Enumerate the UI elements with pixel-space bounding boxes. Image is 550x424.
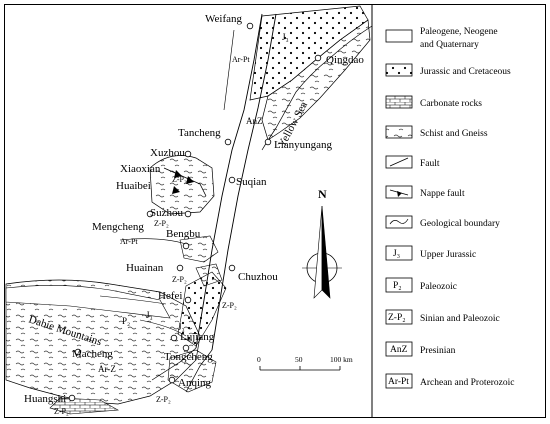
label-suqian: Suqian	[236, 176, 267, 188]
legend-label-upper-jurassic: Upper Jurassic	[420, 250, 476, 260]
legend-label-sinian-paleozoic: Sinian and Paleozoic	[420, 314, 500, 324]
legend-swatch-paleozoic	[385, 277, 413, 293]
legend-label-nappe: Nappe fault	[420, 188, 465, 199]
label-weifang: Weifang	[205, 13, 242, 25]
unit-zp2-huainan: Z-P₂	[172, 275, 187, 284]
legend-swatch-jurassic-cretaceous	[385, 63, 413, 77]
tanlu-fault-east	[211, 13, 277, 351]
legend-code-sinian-paleozoic: Z-P₂	[388, 313, 406, 323]
label-tongcheng: Tongcheng	[164, 351, 213, 363]
unit-arpt-bengbu: Ar-Pt	[120, 237, 138, 246]
legend-swatch-upper-jurassic	[385, 245, 413, 261]
label-chuzhou: Chuzhou	[238, 271, 278, 283]
unit-zp2-suzhou: Z-P₂	[154, 219, 169, 228]
legend-swatch-archean-proterozoic	[385, 373, 413, 389]
label-huangshi: Huangshi	[24, 393, 66, 405]
label-bengbu: Bengbu	[166, 228, 201, 240]
tanlu-fault-west	[195, 13, 263, 349]
label-xiaoxian: Xiaoxian	[120, 163, 161, 175]
legend-label-carbonate: Carbonate rocks	[420, 99, 482, 109]
unit-p2-dabie: P₂	[122, 316, 130, 326]
scale-tick-100: 100 km	[330, 355, 353, 364]
north-arrow-label: N	[318, 187, 327, 201]
legend-label-fault: Fault	[420, 159, 440, 169]
place-markers	[68, 22, 322, 402]
label-anqing: Anqing	[178, 377, 212, 389]
legend-code-archean-proterozoic: Ar-Pt	[388, 377, 409, 387]
unit-j3-lujiang: J₃	[178, 322, 185, 332]
unit-zp2-xuzhou: Z-P₂	[172, 175, 187, 184]
unit-zp2-huangshi: Z-P₂	[54, 407, 69, 416]
unit-arz: Ar-Z	[98, 364, 116, 374]
legend-swatch-carbonate	[385, 95, 413, 109]
legend-code-presinian: AnZ	[390, 345, 408, 355]
huangshi-carbonate	[49, 397, 120, 415]
legend-label-presinian: Presinian	[420, 346, 456, 356]
unit-anz: AnZ	[246, 116, 263, 126]
label-hefei: Hefei	[158, 290, 182, 302]
legend-label-cenozoic-2: and Quaternary	[420, 40, 479, 50]
legend-swatch-sinian-paleozoic	[385, 309, 413, 325]
legend-swatch-cenozoic	[385, 29, 413, 43]
legend-swatch-schist	[385, 125, 413, 139]
legend-label-jurassic-cretaceous: Jurassic and Cretaceous	[420, 67, 511, 77]
legend-label-cenozoic-1: Paleogene, Neogene	[420, 27, 498, 37]
north-arrow: N	[302, 187, 342, 299]
legend-swatch-presinian	[385, 341, 413, 357]
unit-j3-dabie: J₃	[146, 310, 153, 320]
legend-label-archean-proterozoic: Archean and Proterozoic	[420, 378, 514, 388]
unit-arpt-north: Ar-Pt	[232, 55, 250, 64]
unit-j3-north: J₃	[282, 32, 289, 42]
scale-bar: 0 50 100 km	[257, 355, 353, 371]
label-qingdao: Qingdao	[326, 54, 364, 66]
label-huainan: Huainan	[126, 262, 164, 274]
sulu-schist-belt	[261, 19, 371, 141]
label-lianyungang: Lianyungang	[274, 139, 333, 151]
coastline	[261, 25, 373, 151]
legend-label-paleozoic: Paleozoic	[420, 282, 457, 292]
dabie-paleozoic-strip	[5, 285, 171, 319]
map-legend: Paleogene, Neogene and Quaternary Jurass…	[385, 27, 514, 389]
legend-label-boundary: Geological boundary	[420, 219, 500, 229]
scale-tick-50: 50	[295, 355, 303, 364]
label-macheng: Macheng	[72, 348, 113, 360]
legend-code-paleozoic: P₂	[393, 281, 402, 291]
legend-label-schist: Schist and Gneiss	[420, 129, 488, 139]
label-tancheng: Tancheng	[178, 127, 221, 139]
hefei-jurassic	[177, 271, 227, 347]
legend-code-upper-jurassic: J₃	[393, 249, 400, 259]
label-xuzhou: Xuzhou	[150, 147, 185, 159]
scale-tick-0: 0	[257, 355, 261, 364]
label-suzhou: Suzhou	[150, 207, 184, 219]
unit-zp2-hefei: Z-P₂	[222, 301, 237, 310]
label-lujiang: Lujiang	[180, 331, 215, 343]
label-huaibei: Huaibei	[116, 180, 151, 192]
label-mengcheng: Mengcheng	[92, 221, 144, 233]
unit-zp2-anqing: Z-P₂	[156, 395, 171, 404]
map-frame	[4, 4, 546, 418]
